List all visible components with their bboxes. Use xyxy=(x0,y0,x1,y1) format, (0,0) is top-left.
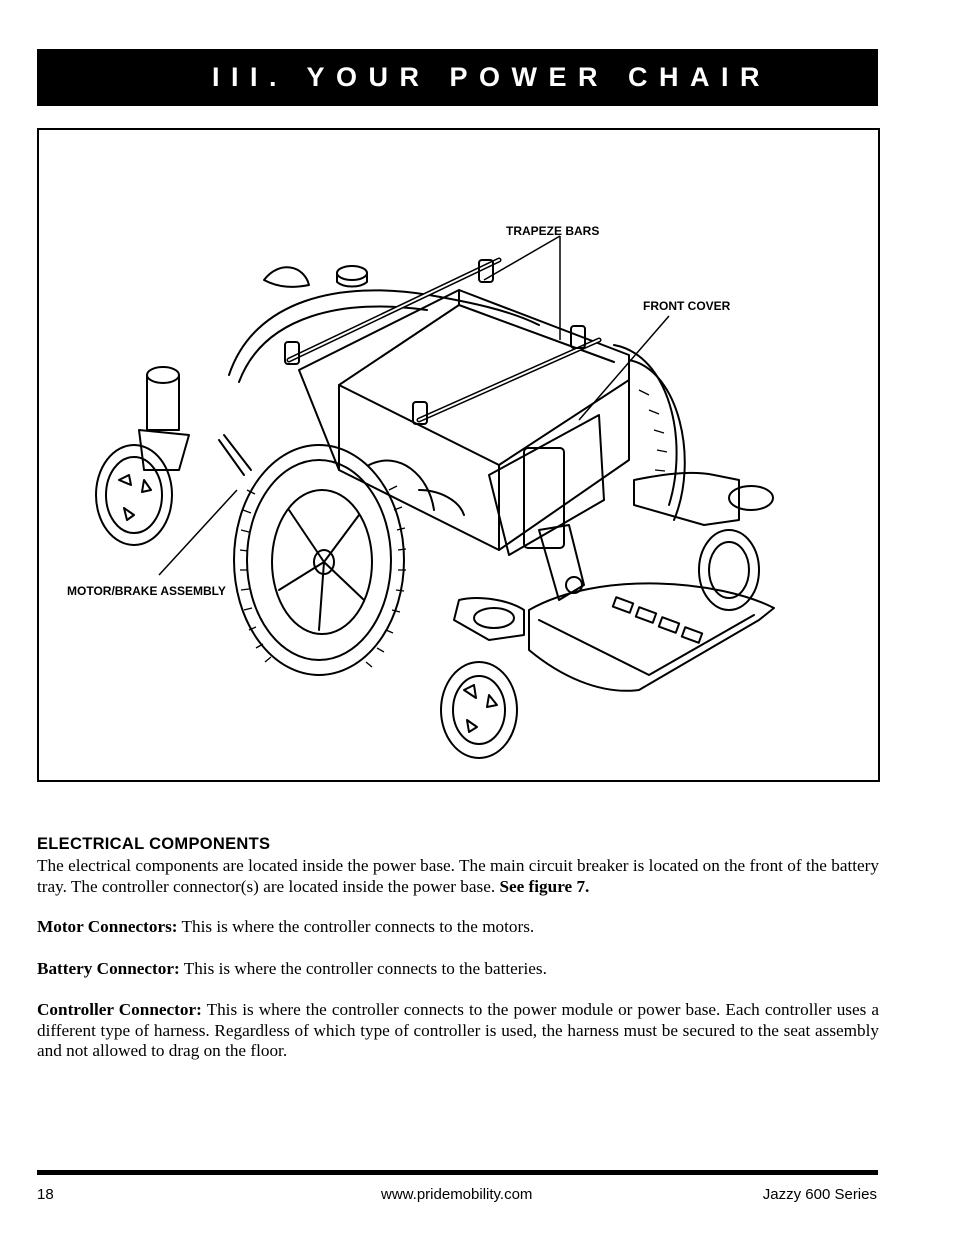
section-header-bar: III. YOUR POWER CHAIR xyxy=(37,49,878,106)
controller-connector-term: Controller Connector: xyxy=(37,1000,202,1019)
leader-motor-brake xyxy=(158,489,238,576)
front-cover-label: FRONT COVER xyxy=(643,299,731,313)
power-chair-illustration xyxy=(95,235,775,759)
battery-connector-term: Battery Connector: xyxy=(37,959,180,978)
trapeze-bars-label: TRAPEZE BARS xyxy=(506,224,600,238)
battery-connector-paragraph: Battery Connector: This is where the con… xyxy=(37,959,879,980)
motor-connectors-paragraph: Motor Connectors: This is where the cont… xyxy=(37,917,879,938)
motor-brake-assembly-label: MOTOR/BRAKE ASSEMBLY xyxy=(67,584,226,598)
intro-paragraph: The electrical components are located in… xyxy=(37,856,879,897)
motor-connectors-term: Motor Connectors: xyxy=(37,917,178,936)
controller-connector-text: This is where the controller connects to… xyxy=(37,1000,879,1060)
section-title: III. YOUR POWER CHAIR xyxy=(212,62,772,92)
brake-handle xyxy=(218,434,252,476)
footplate xyxy=(528,582,775,692)
footer-rule xyxy=(37,1170,878,1175)
leader-trapeze-2 xyxy=(483,235,561,281)
electrical-components-heading: ELECTRICAL COMPONENTS xyxy=(37,835,271,853)
page-number: 18 xyxy=(37,1186,54,1203)
series-name: Jazzy 600 Series xyxy=(762,1186,877,1203)
caster-wheel-front-right xyxy=(698,529,760,611)
caster-wheel-front-left xyxy=(440,661,518,759)
battery-connector-text: This is where the controller connects to… xyxy=(183,959,547,978)
rear-shroud xyxy=(228,289,540,376)
front-cover-panel xyxy=(488,414,605,556)
controller-connector-paragraph: Controller Connector: This is where the … xyxy=(37,1000,879,1062)
caster-fork-left xyxy=(138,429,190,471)
power-chair-figure: TRAPEZE BARS FRONT COVER MOTOR/BRAKE ASS… xyxy=(37,128,880,782)
website-link[interactable]: www.pridemobility.com xyxy=(381,1186,533,1203)
intro-text: The electrical components are located in… xyxy=(37,856,879,896)
caster-wheel-rear-left xyxy=(95,444,173,546)
drive-wheel-right xyxy=(628,359,686,521)
motor-connectors-text: This is where the controller connects to… xyxy=(181,917,535,936)
drive-wheel-left xyxy=(233,444,405,676)
figure-reference: See figure 7. xyxy=(499,876,590,896)
leader-front-cover xyxy=(578,315,670,421)
